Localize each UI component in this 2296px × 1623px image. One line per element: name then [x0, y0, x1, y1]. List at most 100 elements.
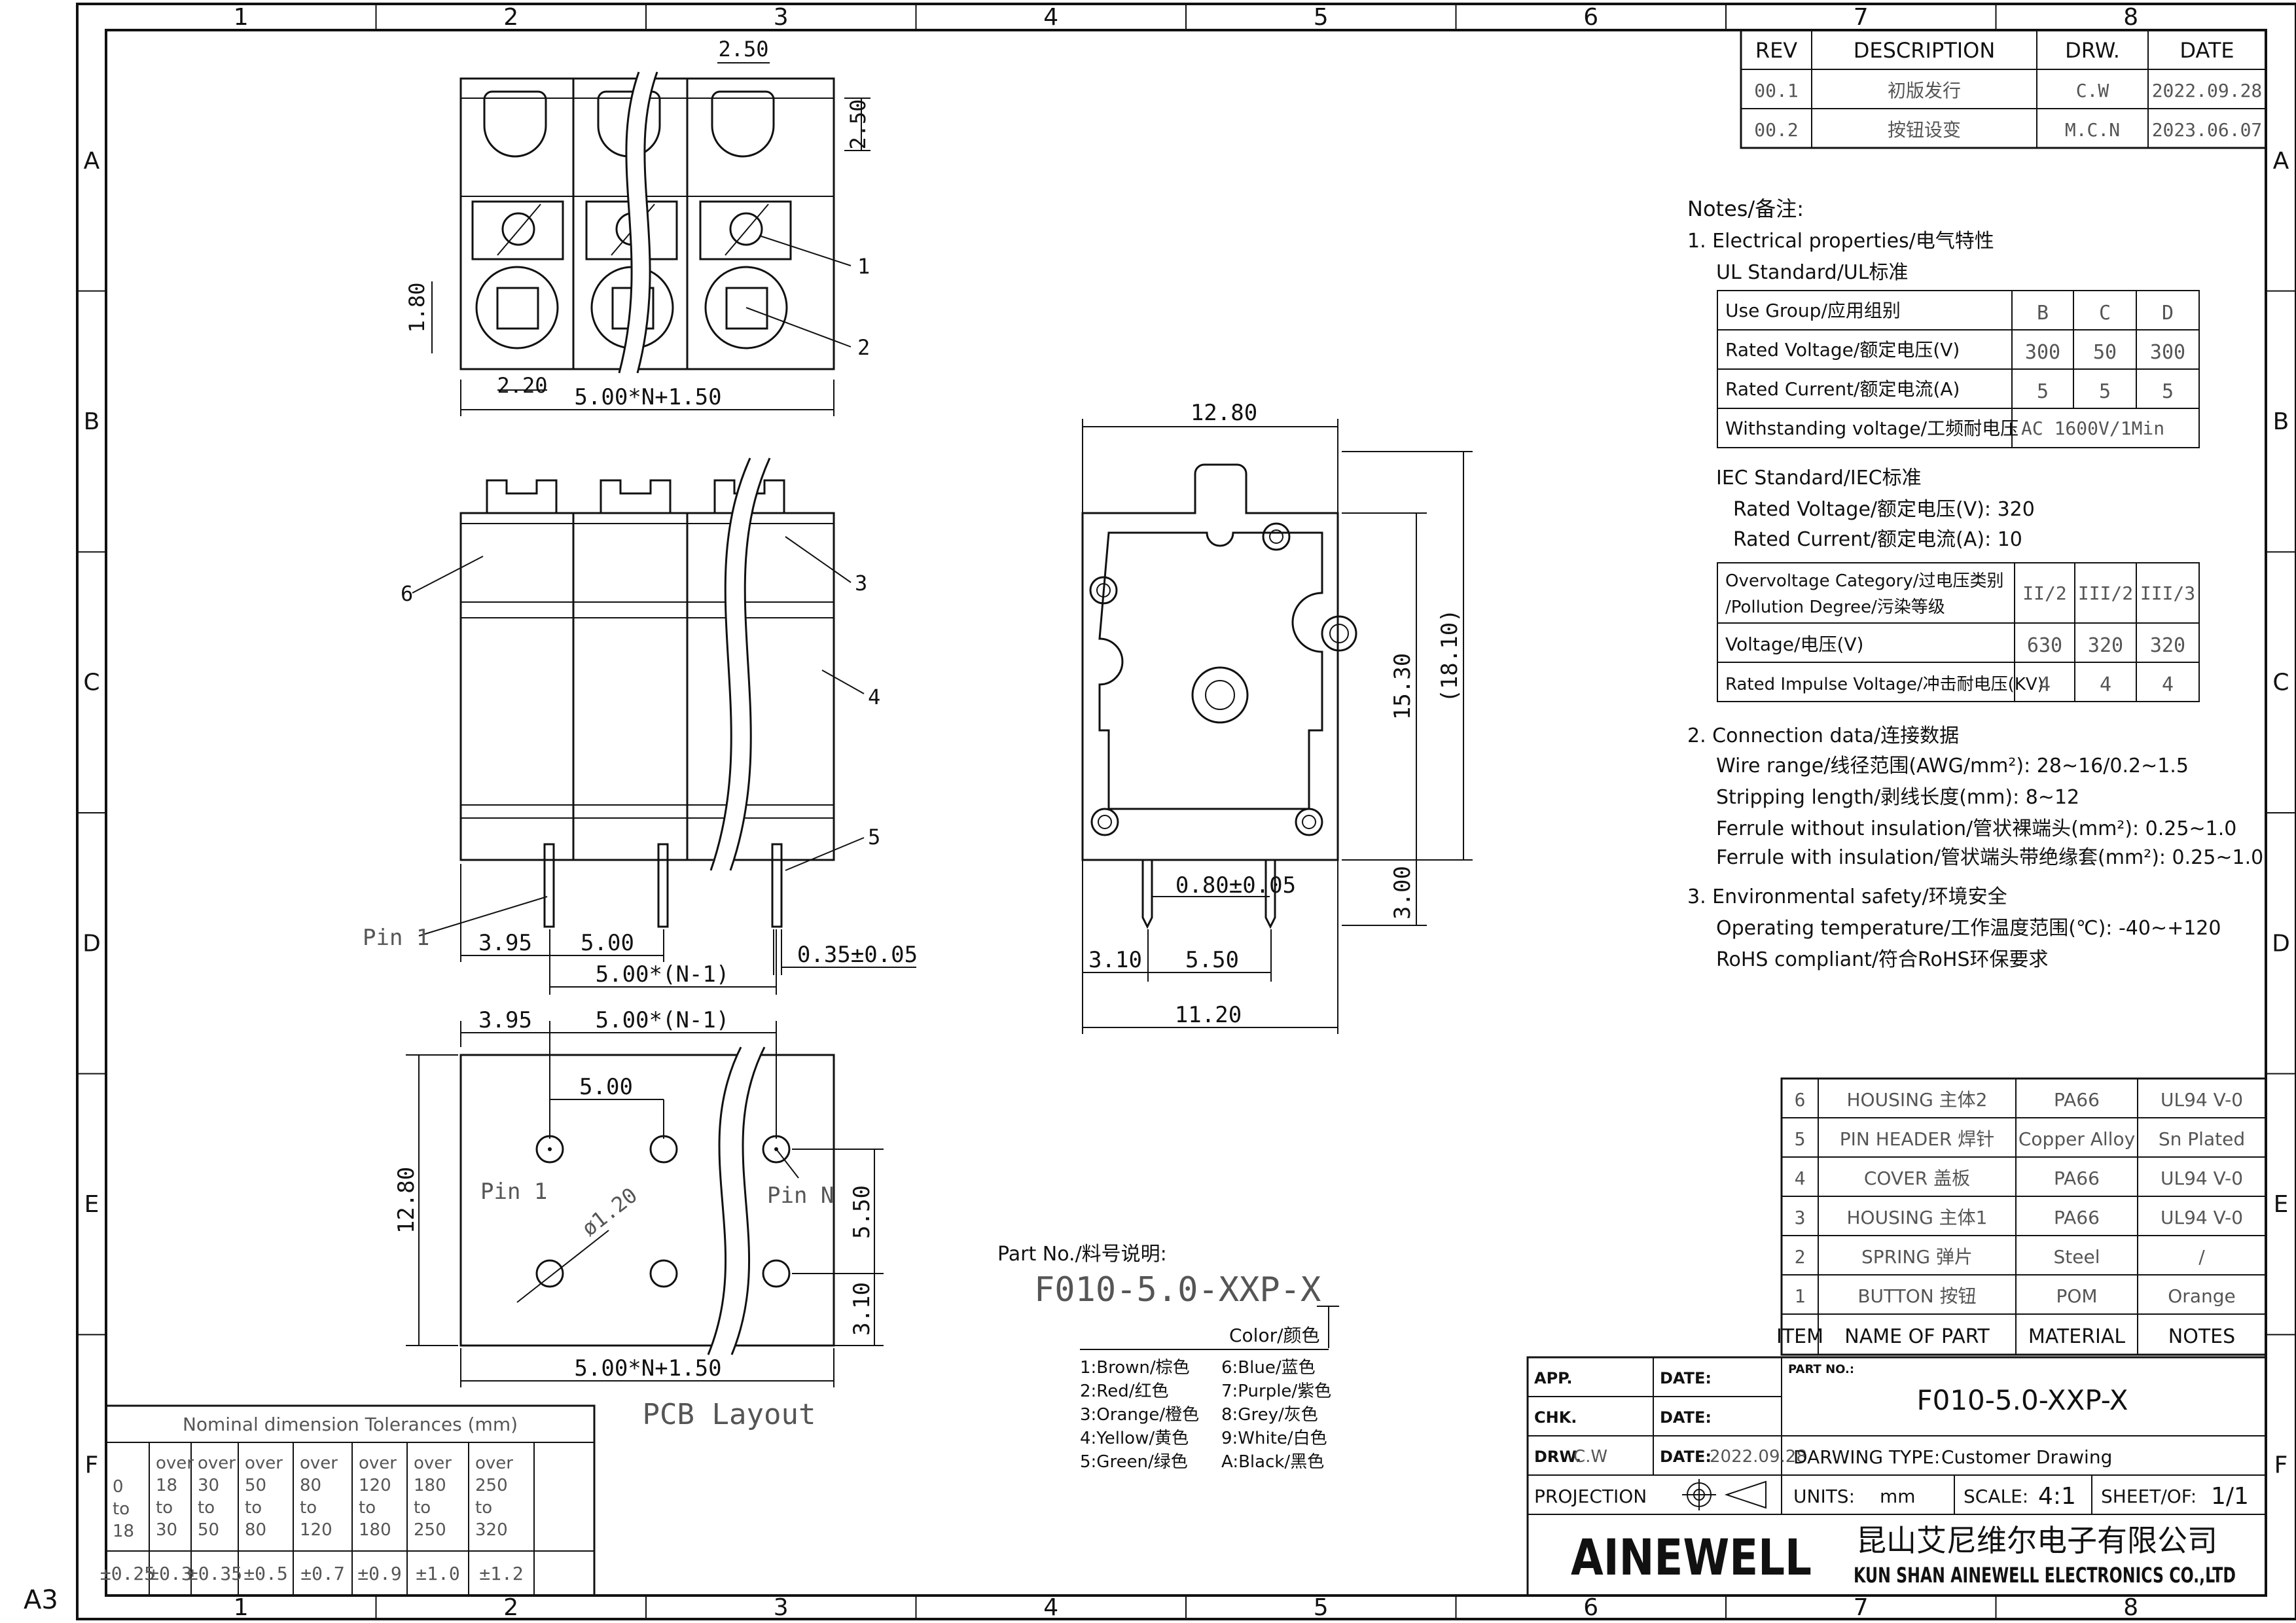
row-label-left-F: F [85, 1452, 99, 1479]
revision-table: REV DESCRIPTION DRW. DATE 00.1 初版发行 C.W … [1740, 29, 2267, 149]
partno-code: F010-5.0-XXP-X [1034, 1270, 1321, 1310]
dim-3-95-front: 3.95 [478, 930, 532, 956]
row-label-right-A: A [2273, 147, 2289, 174]
column-label-bottom-4: 4 [1043, 1594, 1058, 1621]
rev-row-2-rev: 00.2 [1754, 119, 1798, 141]
rev-header-description: DESCRIPTION [1854, 38, 1996, 63]
bom-row-1-col-1: 1 [1795, 1285, 1806, 1307]
dim-5-00-front: 5.00 [581, 930, 634, 956]
company-name-cn: 昆山艾尼维尔电子有限公司 [1856, 1523, 2217, 1558]
row-label-right-C: C [2272, 669, 2289, 696]
ul-group-d: D [2162, 302, 2174, 325]
tb-sheet-label: SHEET/OF: [2101, 1486, 2197, 1507]
tb-date-label-2: DATE: [1660, 1408, 1712, 1427]
dim-5n-1-pcb: 5.00*(N-1) [596, 1007, 730, 1033]
notes-section-1: 1. Electrical properties/电气特性 [1687, 230, 1994, 253]
color-6-blue: 6:Blue/蓝色 [1221, 1358, 1316, 1378]
tolerance-range-3-line-1: over [198, 1454, 236, 1473]
tolerance-range-2-line-1: over [156, 1454, 194, 1473]
dim-5n-plus-1-50-top: 5.00*N+1.50 [574, 384, 721, 410]
company-name-en: KUN SHAN AINEWELL ELECTRONICS CO.,LTD [1854, 1563, 2236, 1588]
bom-row-2-col-3: Steel [2054, 1246, 2100, 1268]
color-1-brown: 1:Brown/棕色 [1080, 1358, 1190, 1378]
color-7-purple: 7:Purple/紫色 [1221, 1382, 1331, 1401]
bom-row-5-col-4: Sn Plated [2159, 1128, 2245, 1150]
partno-label: Part No./料号说明: [997, 1243, 1167, 1266]
tb-app-label: APP. [1534, 1369, 1572, 1387]
ul-row-use-group: Use Group/应用组别 [1725, 300, 1901, 321]
color-2-red: 2:Red/红色 [1080, 1382, 1168, 1401]
notes-section-3: 3. Environmental safety/环境安全 [1687, 885, 2007, 908]
tb-projection-label: PROJECTION [1534, 1486, 1647, 1507]
iec-row-voltage: Voltage/电压(V) [1725, 633, 1863, 655]
notes-section-2: 2. Connection data/连接数据 [1687, 724, 1959, 747]
tolerance-range-4-line-1: over [245, 1454, 283, 1473]
dim-5-00-pcb: 5.00 [579, 1074, 633, 1100]
tolerance-range-2-line-3: to [156, 1498, 173, 1518]
iec-head-pollution: /Pollution Degree/污染等级 [1725, 597, 1945, 617]
ul-current-c: 5 [2099, 380, 2111, 403]
part-number-explanation: Part No./料号说明: F010-5.0-XXP-X Color/颜色 1… [997, 1243, 1339, 1472]
callout-5: 5 [868, 825, 880, 849]
notes-operating-temperature: Operating temperature/工作温度范围(℃): -40~+12… [1716, 917, 2221, 940]
rev-header-drw: DRW. [2065, 38, 2120, 63]
bom-row-1-col-2: BUTTON 按钮 [1857, 1285, 1976, 1307]
column-label-bottom-1: 1 [234, 1594, 249, 1621]
tb-units-label: UNITS: [1793, 1486, 1855, 1507]
dim-3-10-side: 3.10 [1088, 947, 1142, 973]
ul-row-rated-current: Rated Current/额定电流(A) [1725, 378, 1960, 400]
bom-row-2-col-2: SPRING 弹片 [1861, 1246, 1973, 1268]
color-4-yellow: 4:Yellow/黄色 [1080, 1429, 1189, 1448]
tolerance-table: Nominal dimension Tolerances (mm) 0to18±… [100, 1404, 596, 1597]
pcb-layout: ø1.20 3.95 5.00*(N-1) 5.00 12.80 Pin 1 P… [393, 1007, 884, 1431]
tolerance-range-7-line-3: to [414, 1498, 431, 1518]
rev-row-1-date: 2022.09.28 [2152, 80, 2263, 101]
ul-voltage-d: 300 [2150, 341, 2185, 364]
tb-drw-label: DRW. [1534, 1448, 1581, 1466]
dim-12-80-side: 12.80 [1191, 400, 1257, 426]
iec-col-ii-2: II/2 [2022, 582, 2066, 604]
logo-wordmark: AINEWELL [1571, 1528, 1812, 1586]
tolerance-range-8-line-1: over [475, 1454, 513, 1473]
tolerance-value-7: ±1.0 [416, 1563, 459, 1584]
dim-5n-1-front: 5.00*(N-1) [596, 961, 730, 988]
rev-row-2-description: 按钮设变 [1888, 119, 1961, 141]
tolerance-range-8-line-2: 250 [475, 1476, 508, 1495]
tolerance-range-8-line-3: to [475, 1498, 492, 1518]
iec-impulse-iii-3: 4 [2162, 673, 2174, 696]
tolerance-range-8-line-4: 320 [475, 1520, 508, 1540]
rev-header-rev: REV [1755, 38, 1797, 63]
dim-2-50-top: 2.50 [718, 37, 768, 62]
tb-date-label-1: DATE: [1660, 1369, 1712, 1387]
column-label-top-8: 8 [2123, 4, 2138, 31]
iec-impulse-ii-2: 4 [2039, 673, 2051, 696]
tb-drw-value: C.W [1573, 1447, 1607, 1467]
row-label-right-D: D [2272, 930, 2290, 957]
bom-row-5-col-2: PIN HEADER 焊针 [1840, 1128, 1995, 1150]
dim-18-10-ref: (18.10) [1437, 609, 1463, 702]
bom-row-4-col-2: COVER 盖板 [1864, 1168, 1970, 1189]
ul-group-c: C [2099, 302, 2111, 325]
column-label-top-2: 2 [503, 4, 518, 31]
bom-row-5-col-3: Copper Alloy [2018, 1128, 2135, 1150]
dim-11-20: 11.20 [1175, 1002, 1242, 1028]
color-a-black: A:Black/黑色 [1221, 1452, 1324, 1472]
notes-rohs: RoHS compliant/符合RoHS环保要求 [1716, 948, 2049, 971]
iec-row-impulse: Rated Impulse Voltage/冲击耐电压(KV) [1725, 675, 2044, 694]
bom-row-4-col-3: PA66 [2054, 1168, 2100, 1189]
notes-ul-standard: UL Standard/UL标准 [1716, 261, 1908, 284]
tolerance-range-5-line-2: 80 [300, 1476, 321, 1495]
bom-row-6-col-1: 6 [1795, 1089, 1806, 1111]
column-label-bottom-5: 5 [1314, 1594, 1329, 1621]
column-label-top-1: 1 [234, 4, 249, 31]
company-logo: AINEWELL [1571, 1528, 1812, 1586]
bom-row-4-col-1: 4 [1795, 1168, 1806, 1189]
sheet-size-label: A3 [24, 1585, 58, 1615]
partno-color-label: Color/颜色 [1229, 1325, 1320, 1346]
bom-row-6-col-4: UL94 V-0 [2161, 1089, 2243, 1111]
side-view: 12.80 15.30 (18.10) 3.00 0.80±0.05 3.10 … [1081, 400, 1473, 1034]
notes-ferrule-insulated: Ferrule with insulation/管状端头带绝缘套(mm²): 0… [1716, 846, 2263, 869]
row-label-right-F: F [2274, 1452, 2288, 1479]
